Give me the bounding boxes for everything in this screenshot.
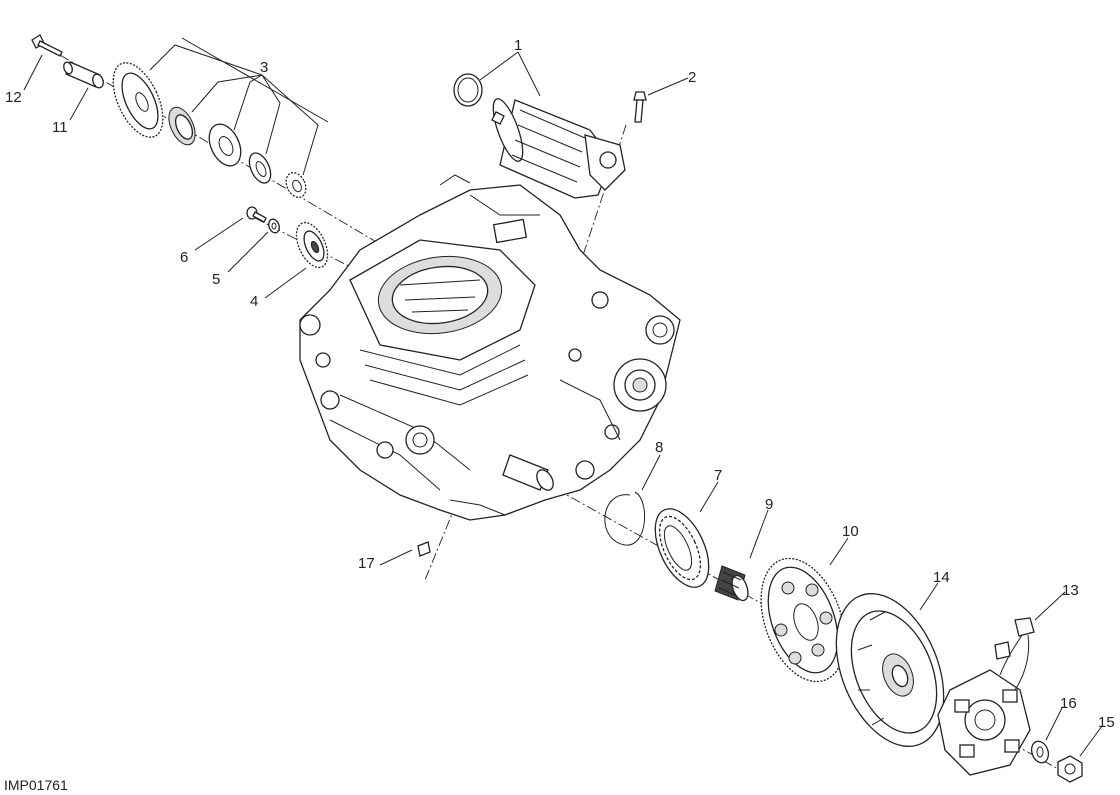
part-13-stator	[937, 617, 1035, 776]
callout-17: 17	[358, 555, 375, 572]
part-1-o-ring	[453, 73, 483, 107]
callout-3: 3	[260, 59, 268, 76]
part-3-bracket	[181, 37, 329, 123]
part-3-intermediate-gear	[112, 62, 164, 138]
part-3-pinion	[285, 171, 307, 199]
callout-6: 6	[180, 249, 188, 266]
part-11-shaft	[63, 61, 104, 89]
part-14-flywheel-rotor	[835, 593, 945, 747]
part-4-gear	[295, 221, 329, 269]
part-7-one-way-clutch	[654, 508, 710, 588]
leader-lines	[23, 44, 1103, 757]
part-12-bolt	[31, 34, 63, 57]
part-3-washer-large	[208, 123, 242, 167]
callout-12: 12	[5, 89, 22, 106]
callout-1: 1	[514, 37, 522, 54]
callout-16: 16	[1060, 695, 1077, 712]
callout-10: 10	[842, 523, 859, 540]
engine-crankcase	[299, 174, 681, 521]
part-16-washer	[1030, 740, 1050, 764]
part-8-circlip	[604, 491, 646, 546]
drawing-reference: IMP01761	[4, 777, 68, 793]
part-5-washer	[268, 218, 280, 234]
part-1-starter-motor	[491, 98, 626, 199]
part-2-bolt	[633, 91, 647, 123]
part-6-screw	[246, 206, 267, 223]
callout-2: 2	[688, 69, 696, 86]
callout-13: 13	[1062, 582, 1079, 599]
callout-5: 5	[212, 271, 220, 288]
part-9-needle-bearing	[714, 565, 749, 602]
part-3-washer-small	[248, 152, 272, 184]
callout-8: 8	[655, 439, 663, 456]
callout-9: 9	[765, 496, 773, 513]
callout-14: 14	[933, 569, 950, 586]
part-10-starter-gear	[760, 557, 846, 683]
callout-labels: 1 2 3 4 5 6 7 8 9 10 11 12 13 14 15 16 1…	[5, 37, 1115, 731]
part-17-key	[417, 541, 431, 557]
part-15-nut	[1057, 755, 1083, 783]
callout-11: 11	[52, 119, 68, 136]
part-3-bearing	[168, 106, 196, 146]
callout-4: 4	[250, 293, 258, 310]
callout-7: 7	[714, 467, 722, 484]
callout-15: 15	[1098, 714, 1115, 731]
